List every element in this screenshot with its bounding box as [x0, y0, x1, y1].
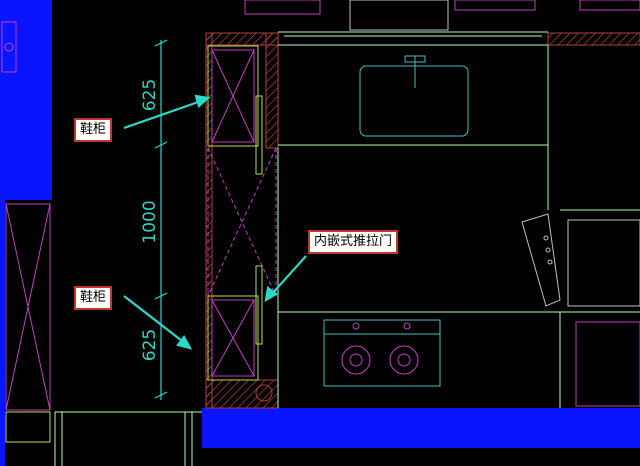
dimension-line	[154, 39, 168, 400]
kitchen-sink	[359, 55, 469, 137]
kitchen-counters	[277, 31, 640, 408]
top-left-detail	[1, 21, 17, 73]
entry-lines	[54, 411, 202, 466]
dimension-labels: 625 1000 625	[140, 79, 160, 361]
shoe-cabinet-top	[207, 45, 263, 175]
wall-left-upper	[0, 0, 52, 200]
shoe-cabinet-top-label: 鞋柜	[74, 118, 113, 142]
dimension-bottom: 625	[140, 329, 160, 361]
hatched-walls	[205, 32, 640, 409]
sliding-door-area	[207, 147, 277, 297]
wall-bottom	[202, 408, 640, 448]
callout-arrows	[123, 94, 307, 350]
gas-stove	[323, 319, 441, 387]
dimension-top: 625	[140, 79, 160, 111]
sliding-door-label: 内嵌式推拉门	[308, 230, 399, 254]
left-tall-cabinet	[5, 203, 51, 443]
shoe-cabinet-bottom-label: 鞋柜	[74, 286, 113, 310]
right-appliance	[521, 213, 640, 407]
wall-left-strip	[0, 200, 5, 466]
shoe-cabinet-bottom	[207, 265, 273, 402]
dimension-middle: 1000	[140, 200, 160, 243]
top-boxes	[244, 0, 640, 31]
